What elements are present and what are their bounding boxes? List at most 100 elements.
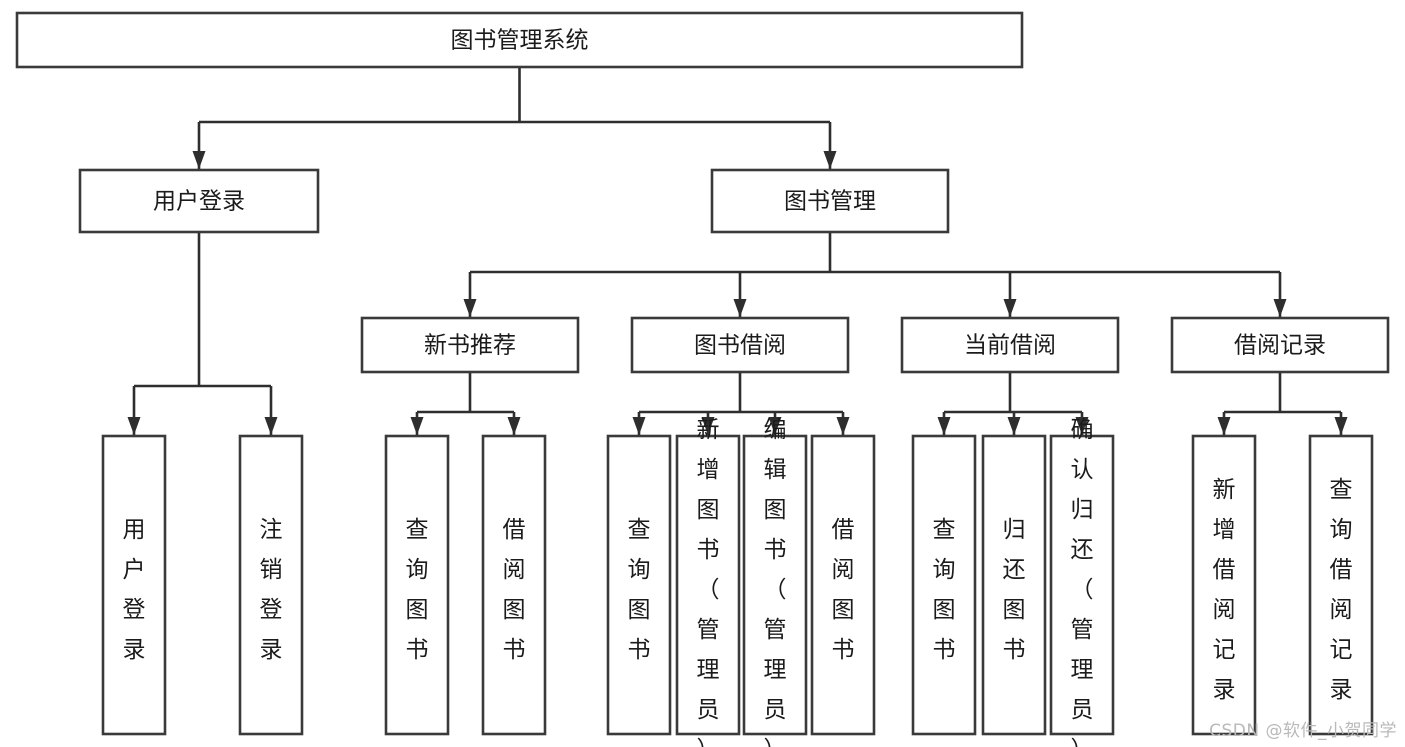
node-borrow-record[interactable]: 借阅记录 [1170,316,1390,374]
leaf-label-char: 书 [406,637,429,663]
leaf-label-char: 询 [1330,517,1353,543]
node-label: 图书管理 [784,189,876,215]
leaf-label-char: ） [764,737,787,747]
node-label: 当前借阅 [964,333,1056,359]
leaf-label-char: 归 [1003,517,1026,543]
leaf-label-char: 录 [1330,677,1353,703]
leaf-label-char: 员 [697,697,720,723]
leaf-label-char: 员 [764,697,787,723]
connector-layer [127,67,1348,435]
arrow-head-icon [1003,299,1017,317]
leaf-label-char: 理 [697,657,720,683]
node-label: 用户登录 [153,189,245,215]
leaf-label-char: 询 [406,557,429,583]
leaf-label-char: 还 [1003,557,1026,583]
node-label: 图书管理系统 [451,28,589,54]
arrow-head-icon [632,417,646,435]
arrow-head-icon [1007,417,1021,435]
arrow-head-icon [768,417,782,435]
arrow-head-icon [410,417,424,435]
leaf-label-char: 询 [628,557,651,583]
leaf-label-char: 登 [123,597,146,623]
arrow-head-icon [836,417,850,435]
node-label: 借阅记录 [1234,333,1326,359]
arrow-head-icon [1075,417,1089,435]
node-book-borrow[interactable]: 图书借阅 [630,316,850,374]
leaf-label-char: 确 [1071,417,1094,443]
leaf-label-char: 辑 [764,457,787,483]
leaf-label-char: 录 [1213,677,1236,703]
leaf-label-char: 查 [628,517,651,543]
leaf-label-char: 书 [832,637,855,663]
leaf-label-char: 借 [1330,557,1353,583]
leaf-label-char: 图 [406,597,429,623]
leaf-label-char: 增 [697,457,720,483]
leaf-label-char: 阅 [1330,597,1353,623]
leaf-label-char: 阅 [1213,597,1236,623]
leaf-label-char: 新 [697,417,720,443]
leaf-label-char: 认 [1071,457,1094,483]
leaf-label-char: 图 [832,597,855,623]
arrow-head-icon [507,417,521,435]
leaf-label-char: 查 [406,517,429,543]
leaf-label-char: 图 [1003,597,1026,623]
leaf-label-char: 图 [764,497,787,523]
leaf-label-char: 书 [1003,637,1026,663]
leaf-label-char: 用 [123,517,146,543]
leaf-label-char: 理 [1071,657,1094,683]
node-current-borrow[interactable]: 当前借阅 [900,316,1120,374]
node-user-login[interactable]: 用户登录 [78,168,320,234]
leaf-label-char: 还 [1071,537,1094,563]
leaf-label-char: 查 [1330,477,1353,503]
leaf-label-char: 图 [628,597,651,623]
leaf-label-char: 记 [1213,637,1236,663]
arrow-head-icon [1217,417,1231,435]
arrow-head-icon [1273,299,1287,317]
leaf-label-char: 销 [260,557,283,583]
arrow-head-icon [733,299,747,317]
leaf-node-leaf-user-login[interactable]: 用户登录 [101,434,167,736]
leaf-label-char: 图 [503,597,526,623]
leaf-label-char: 登 [260,597,283,623]
leaf-label-char: 记 [1330,637,1353,663]
leaf-label-char: ） [697,737,720,747]
node-layer: 图书管理系统用户登录图书管理新书推荐图书借阅当前借阅借阅记录用户登录注销登录查询… [15,11,1390,747]
arrow-head-icon [937,417,951,435]
node-root[interactable]: 图书管理系统 [15,11,1024,69]
leaf-label-char: 借 [832,517,855,543]
node-label: 新书推荐 [424,333,516,359]
arrow-head-icon [823,151,837,169]
node-new-book-rec[interactable]: 新书推荐 [360,316,580,374]
leaf-label-char: 书 [503,637,526,663]
leaf-label-char: 查 [933,517,956,543]
arrow-head-icon [264,417,278,435]
leaf-label-char: 询 [933,557,956,583]
leaf-label-char: ） [1071,737,1094,747]
arrow-head-icon [127,417,141,435]
leaf-label-char: 新 [1213,477,1236,503]
leaf-label-char: 书 [628,637,651,663]
leaf-label-char: 编 [764,417,787,443]
leaf-label-char: 书 [764,537,787,563]
leaf-label-char: 阅 [832,557,855,583]
node-book-manage[interactable]: 图书管理 [710,168,950,234]
leaf-label-char: 书 [697,537,720,563]
node-label: 图书借阅 [694,333,786,359]
leaf-label-char: 借 [503,517,526,543]
leaf-label-char: 录 [123,637,146,663]
leaf-label-char: 增 [1213,517,1236,543]
leaf-label-char: 图 [933,597,956,623]
